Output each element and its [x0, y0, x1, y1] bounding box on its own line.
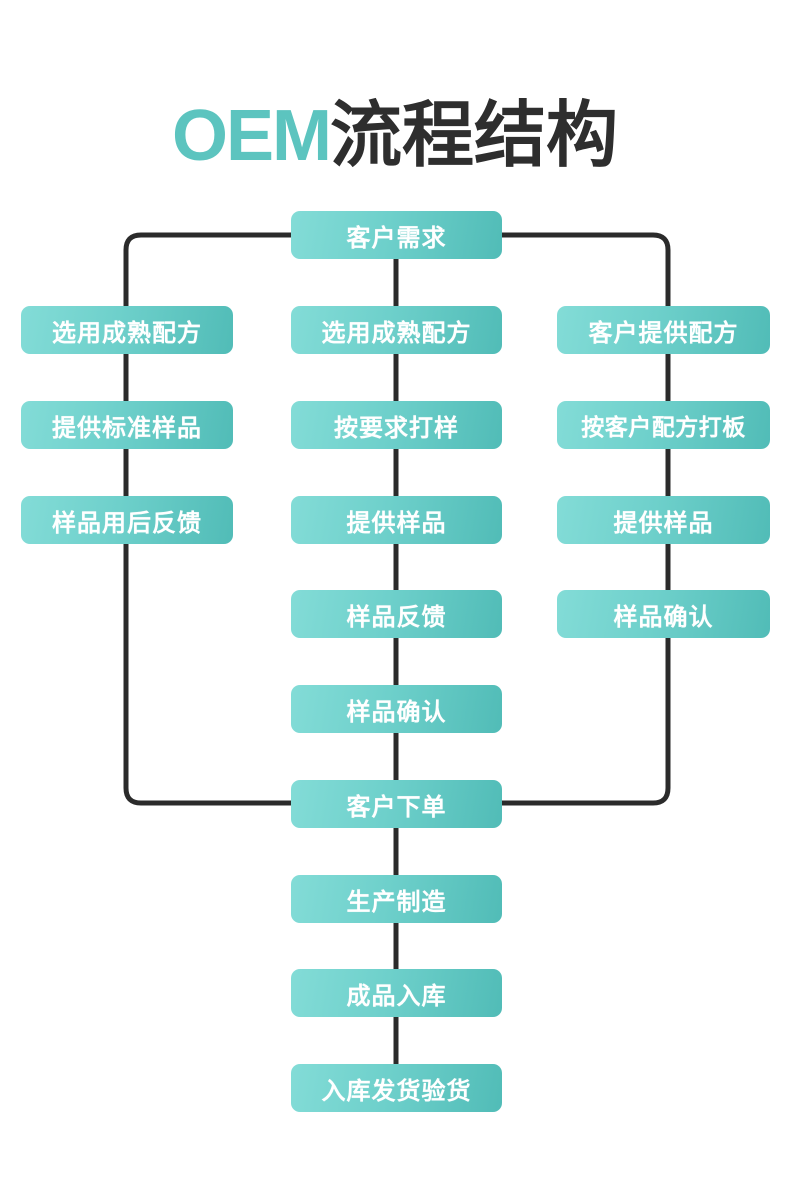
connector-start-to-right: [502, 232, 671, 320]
node-mid-sample-feedback[interactable]: 样品反馈: [291, 590, 502, 638]
node-right-sample-by-customer-formula[interactable]: 按客户配方打板: [557, 401, 770, 449]
node-right-sample-confirm[interactable]: 样品确认: [557, 590, 770, 638]
node-label: 客户下单: [346, 792, 447, 821]
node-label: 客户需求: [346, 223, 447, 252]
connector-right-spine: [502, 300, 671, 806]
node-mid-mature-formula[interactable]: 选用成熟配方: [291, 306, 502, 354]
node-label: 选用成熟配方: [321, 318, 472, 347]
node-label: 生产制造: [346, 887, 447, 916]
title-oem-text: OEM: [171, 96, 332, 176]
node-label: 入库发货验货: [321, 1076, 472, 1105]
node-label: 按要求打样: [334, 413, 459, 442]
node-label: 提供样品: [346, 508, 447, 537]
node-right-customer-formula[interactable]: 客户提供配方: [557, 306, 770, 354]
node-label: 选用成熟配方: [52, 318, 202, 347]
node-right-provide-sample[interactable]: 提供样品: [557, 496, 770, 544]
node-mid-provide-sample[interactable]: 提供样品: [291, 496, 502, 544]
node-start-customer-demand[interactable]: 客户需求: [291, 211, 502, 259]
node-tail-ship-and-inspect[interactable]: 入库发货验货: [291, 1064, 502, 1112]
node-label: 成品入库: [346, 981, 447, 1010]
node-label: 提供样品: [613, 508, 714, 537]
node-merge-customer-order[interactable]: 客户下单: [291, 780, 502, 828]
title-chinese-text: 流程结构: [330, 93, 619, 177]
node-tail-finished-goods-warehouse[interactable]: 成品入库: [291, 969, 502, 1017]
node-mid-sample-on-request[interactable]: 按要求打样: [291, 401, 502, 449]
node-label: 样品确认: [613, 602, 714, 631]
node-label: 按客户配方打板: [581, 415, 746, 441]
node-mid-sample-confirm[interactable]: 样品确认: [291, 685, 502, 733]
node-label: 样品确认: [346, 697, 447, 726]
node-label: 样品用后反馈: [52, 508, 202, 537]
connector-left-spine: [123, 300, 291, 806]
node-label: 提供标准样品: [52, 413, 202, 442]
page-title: OEM流程结构: [0, 92, 790, 179]
connector-start-to-left: [123, 232, 291, 320]
node-left-mature-formula[interactable]: 选用成熟配方: [21, 306, 233, 354]
node-left-standard-sample[interactable]: 提供标准样品: [21, 401, 233, 449]
node-label: 客户提供配方: [588, 318, 739, 347]
node-left-post-use-feedback[interactable]: 样品用后反馈: [21, 496, 233, 544]
node-tail-production[interactable]: 生产制造: [291, 875, 502, 923]
node-label: 样品反馈: [346, 602, 447, 631]
